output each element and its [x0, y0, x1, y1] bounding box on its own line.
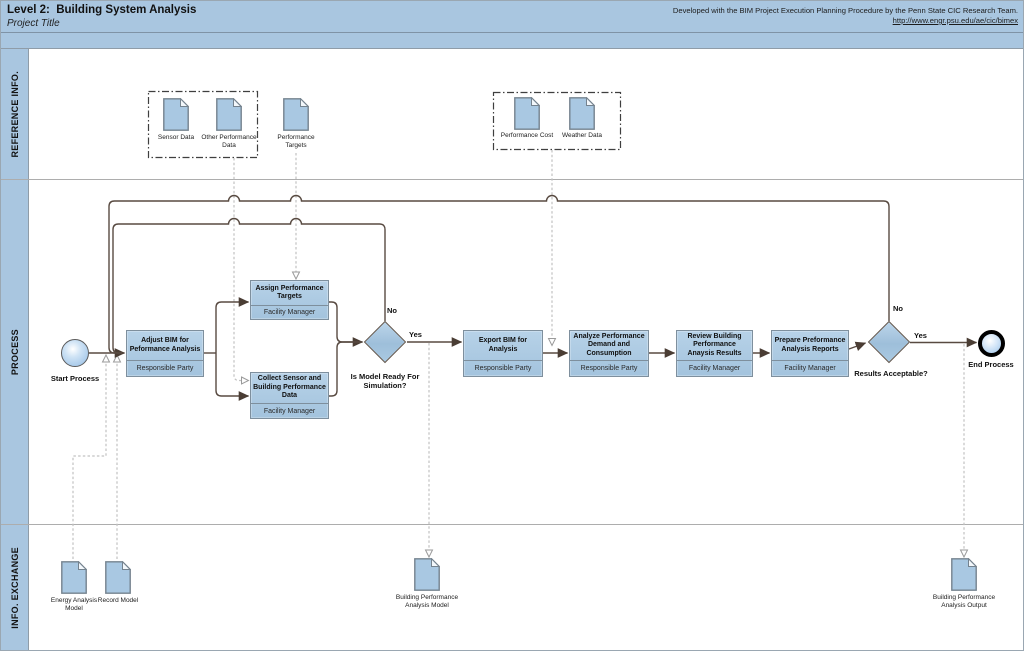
- lane-info-exchange: INFO. EXCHANGE: [1, 524, 1023, 650]
- doc-label-sensor-data: Sensor Data: [157, 134, 195, 141]
- doc-label-bpa-model: Building Performance Analysis Model: [395, 594, 459, 609]
- document-icon: [163, 98, 189, 131]
- task-title: Analyze Performance Demand and Consumpti…: [573, 332, 645, 357]
- doc-label-performance-cost: Performance Cost: [500, 132, 554, 139]
- bim-link[interactable]: http://www.engr.psu.edu/ae/cic/bimex: [892, 16, 1018, 25]
- document-icon: [61, 561, 87, 594]
- lane-reference-label: REFERENCE INFO.: [9, 70, 20, 158]
- task-title: Collect Sensor and Building Performance …: [253, 375, 326, 400]
- task-title: Prepare Preformance Analysis Reports: [774, 337, 846, 353]
- document-icon: [951, 558, 977, 591]
- task-assign-targets: Assign Performance Targets Facility Mana…: [250, 280, 329, 320]
- task-role: Responsible Party: [570, 360, 648, 376]
- lane-reference-label-cell: REFERENCE INFO.: [1, 49, 29, 179]
- header-divider: [1, 32, 1023, 33]
- task-title: Export BIM for Analysis: [478, 337, 528, 353]
- task-role: Facility Manager: [772, 360, 848, 376]
- task-analyze-performance: Analyze Performance Demand and Consumpti…: [569, 330, 649, 377]
- project-title: Project Title: [7, 18, 60, 29]
- task-review-results: Review Building Performance Anaysis Resu…: [676, 330, 753, 377]
- doc-label-energy-analysis-model: Energy Analysis Model: [50, 597, 98, 612]
- task-role: Facility Manager: [251, 403, 328, 418]
- doc-label-performance-targets: Performance Targets: [277, 134, 315, 149]
- credit-block: Developed with the BIM Project Execution…: [673, 6, 1018, 26]
- task-role: Facility Manager: [251, 305, 328, 319]
- gateway-no-label: No: [387, 306, 397, 315]
- page-title: Level 2: Building System Analysis: [7, 4, 197, 16]
- task-role: Responsible Party: [127, 360, 203, 376]
- document-icon: [569, 97, 595, 130]
- document-icon: [514, 97, 540, 130]
- end-event: [978, 330, 1005, 357]
- gateway-question: Results Acceptable?: [854, 369, 928, 378]
- gateway-no-label: No: [893, 304, 903, 313]
- doc-label-other-performance-data: Other Performance Data: [201, 134, 257, 149]
- task-collect-data: Collect Sensor and Building Performance …: [250, 372, 329, 419]
- task-prepare-reports: Prepare Preformance Analysis Reports Fac…: [771, 330, 849, 377]
- gateway-yes-label: Yes: [409, 330, 422, 339]
- start-event: [61, 339, 89, 367]
- document-icon: [283, 98, 309, 131]
- task-adjust-bim: Adjust BIM for Peformance Analysis Respo…: [126, 330, 204, 377]
- header: Level 2: Building System Analysis Projec…: [1, 1, 1023, 48]
- doc-label-weather-data: Weather Data: [562, 132, 602, 139]
- task-title: Review Building Performance Anaysis Resu…: [687, 332, 742, 357]
- document-icon: [105, 561, 131, 594]
- task-title: Assign Performance Targets: [255, 284, 324, 301]
- task-title: Adjust BIM for Peformance Analysis: [129, 337, 201, 353]
- start-event-label: Start Process: [50, 374, 100, 383]
- task-role: Facility Manager: [677, 360, 752, 376]
- gateway-question: Is Model Ready For Simulation?: [350, 372, 420, 390]
- doc-label-record-model: Record Model: [97, 597, 139, 604]
- task-role: Responsible Party: [464, 360, 542, 376]
- lane-reference-info: REFERENCE INFO.: [1, 48, 1023, 179]
- doc-label-bpa-output: Building Performance Analysis Output: [932, 594, 996, 609]
- document-icon: [216, 98, 242, 131]
- lane-exchange-label: INFO. EXCHANGE: [9, 546, 20, 629]
- end-event-label: End Process: [968, 360, 1014, 369]
- lane-exchange-label-cell: INFO. EXCHANGE: [1, 525, 29, 650]
- lane-process-label: PROCESS: [9, 328, 20, 376]
- task-export-bim: Export BIM for Analysis Responsible Part…: [463, 330, 543, 377]
- credit-text: Developed with the BIM Project Execution…: [672, 6, 1018, 15]
- document-icon: [414, 558, 440, 591]
- lane-process-label-cell: PROCESS: [1, 180, 29, 524]
- gateway-yes-label: Yes: [914, 331, 927, 340]
